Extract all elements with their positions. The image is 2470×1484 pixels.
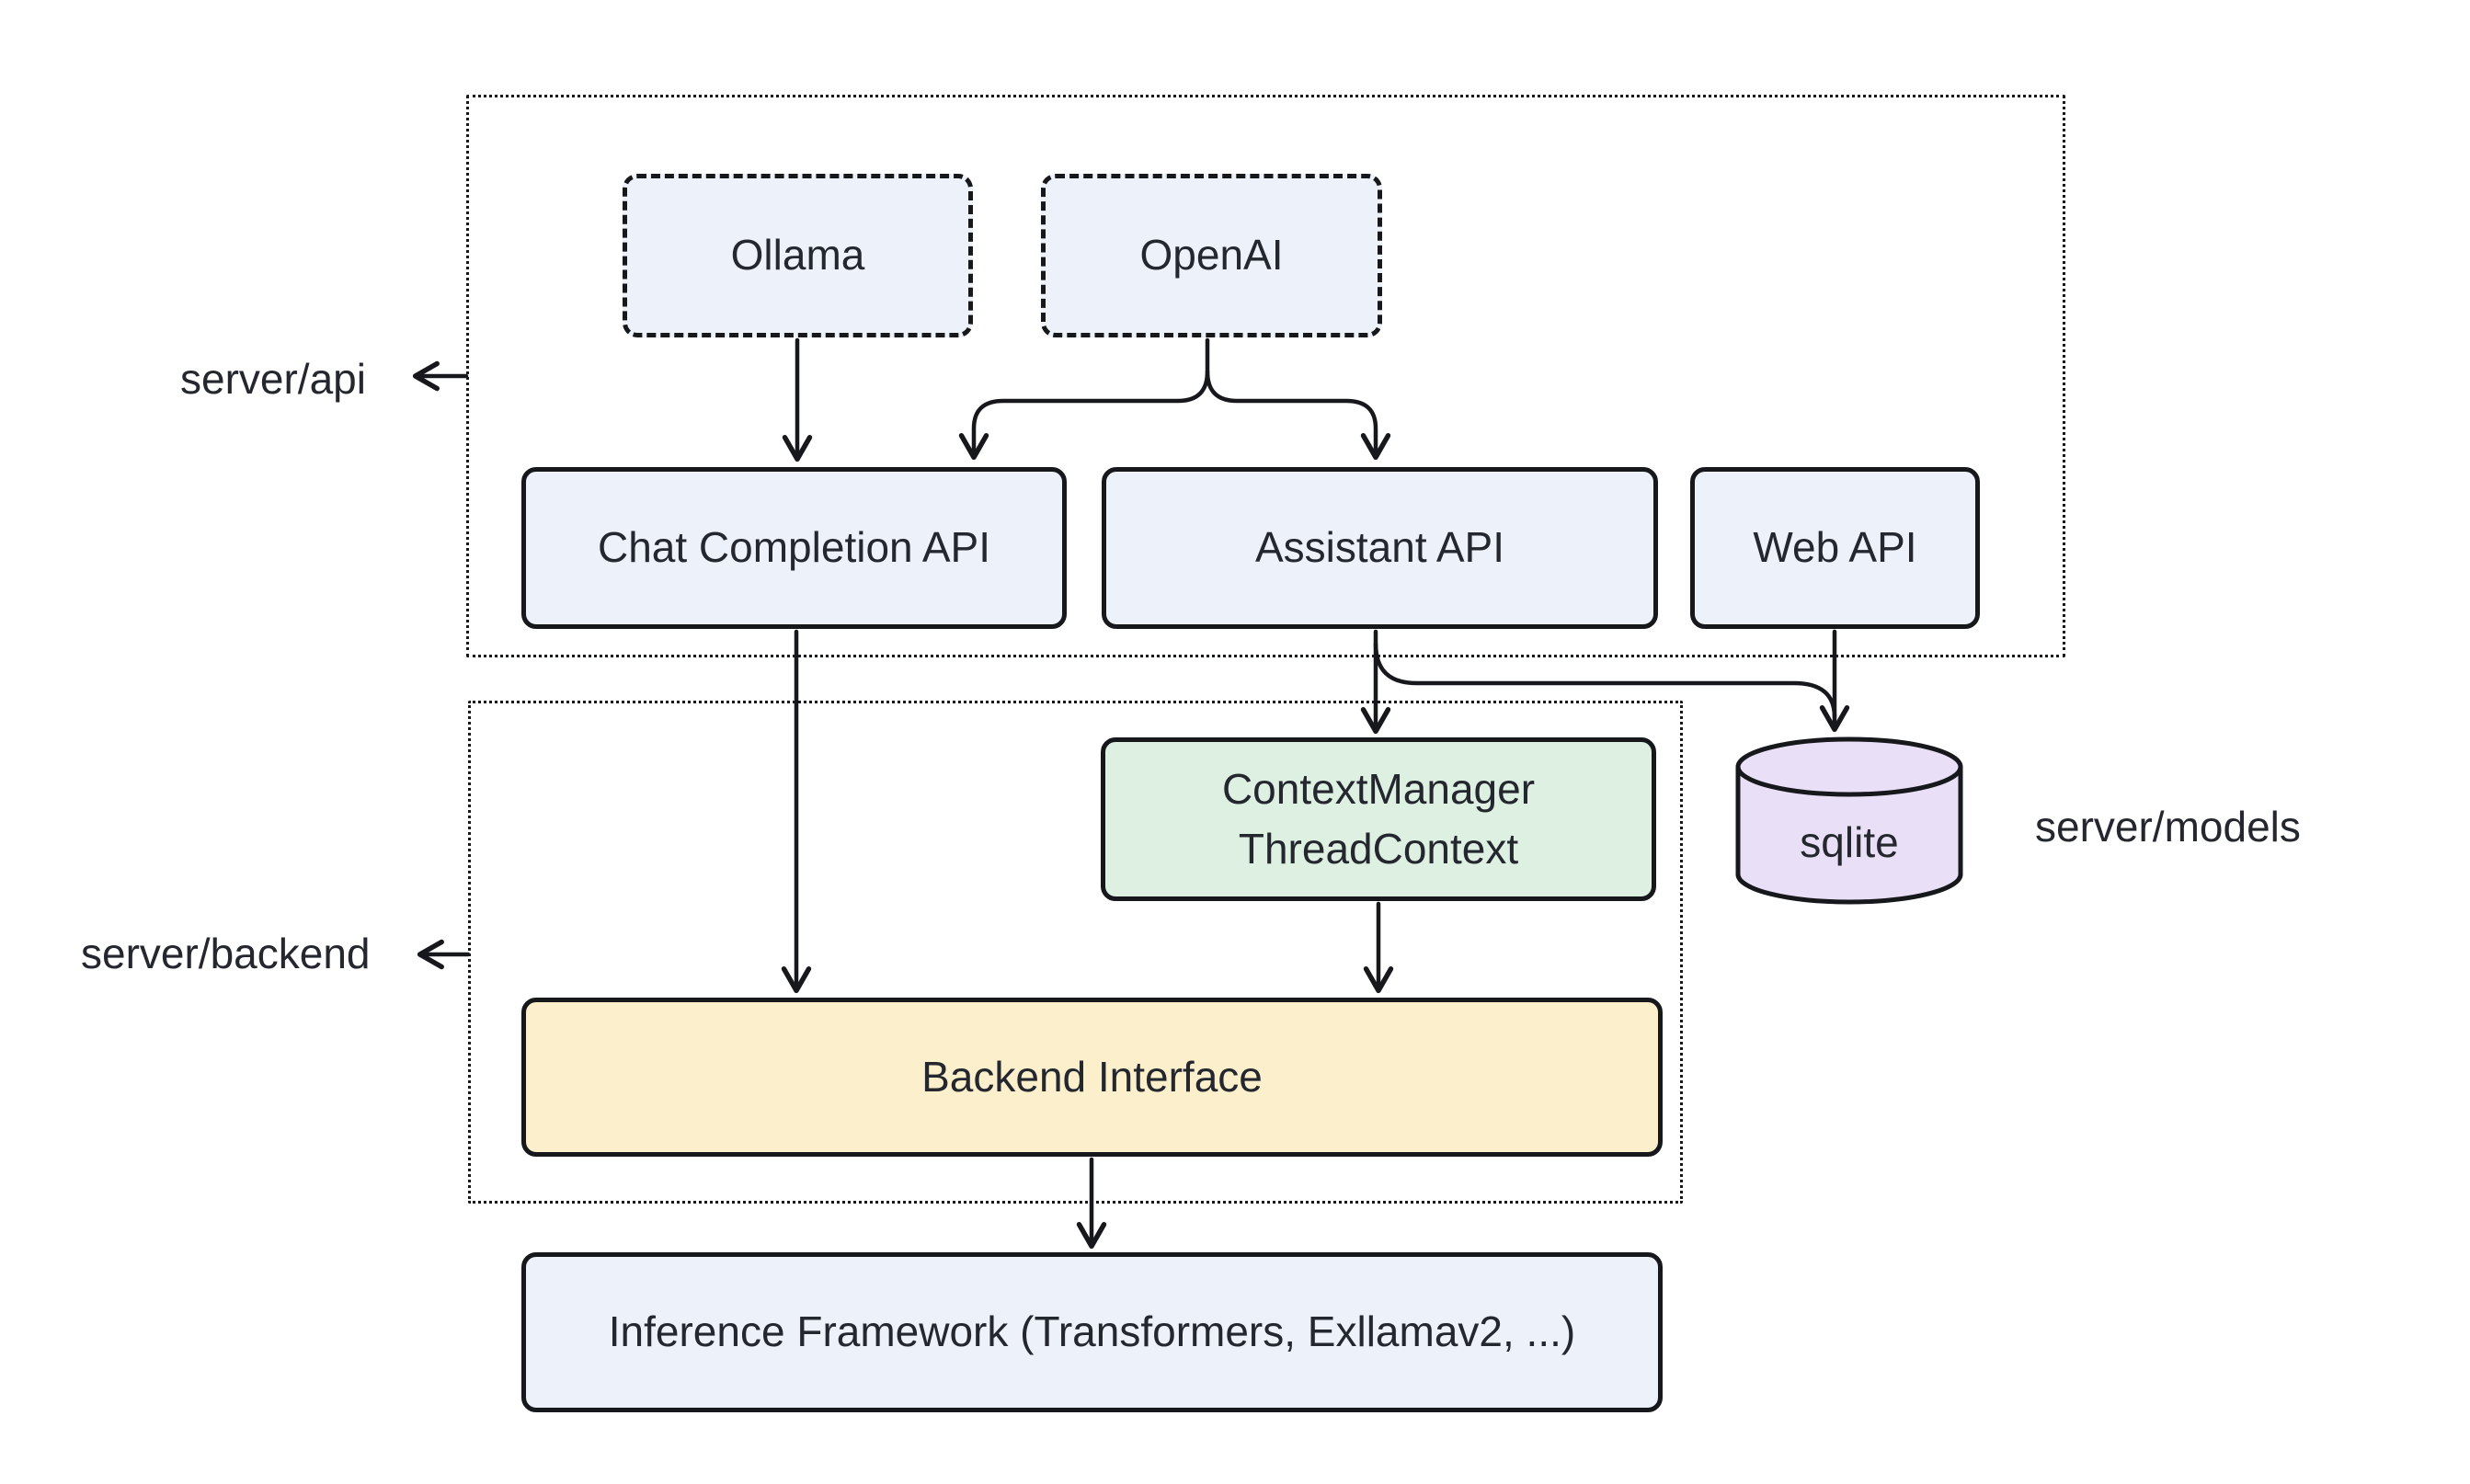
node-assistant-api: Assistant API (1102, 467, 1658, 629)
node-ollama: Ollama (623, 174, 973, 337)
node-openai: OpenAI (1041, 174, 1382, 337)
edge-openai-to-chat-completion-api (958, 337, 1210, 461)
group-label-server-backend: server/backend (81, 930, 371, 977)
node-assistant-api-label: Assistant API (1254, 523, 1504, 572)
group-label-server-api: server/api (180, 355, 366, 403)
node-context-manager-line2: ThreadContext (1238, 825, 1519, 873)
node-backend-interface-label: Backend Interface (921, 1052, 1263, 1101)
node-context-manager: ContextManager ThreadContext (1101, 737, 1656, 901)
node-inference-framework-label: Inference Framework (Transformers, Exlla… (608, 1307, 1576, 1356)
node-inference-framework: Inference Framework (Transformers, Exlla… (521, 1252, 1663, 1412)
group-server-backend (468, 701, 1683, 1204)
node-ollama-label: Ollama (730, 231, 865, 280)
database-cylinder-icon (1735, 736, 1963, 905)
node-sqlite-label: sqlite (1800, 818, 1899, 866)
node-chat-completion-api-label: Chat Completion API (597, 523, 990, 572)
node-openai-label: OpenAI (1139, 231, 1284, 280)
node-chat-completion-api: Chat Completion API (521, 467, 1067, 629)
group-server-api (466, 95, 2065, 657)
side-label-server-models: server/models (2035, 803, 2301, 850)
edge-openai-to-assistant-api (1205, 369, 1391, 461)
node-web-api: Web API (1690, 467, 1980, 629)
node-sqlite-database: sqlite (1733, 734, 1965, 908)
node-backend-interface: Backend Interface (521, 998, 1663, 1157)
node-context-manager-line1: ContextManager (1221, 764, 1536, 813)
node-web-api-label: Web API (1753, 523, 1917, 572)
edge-assistant-api-to-sqlite (1373, 641, 1837, 720)
